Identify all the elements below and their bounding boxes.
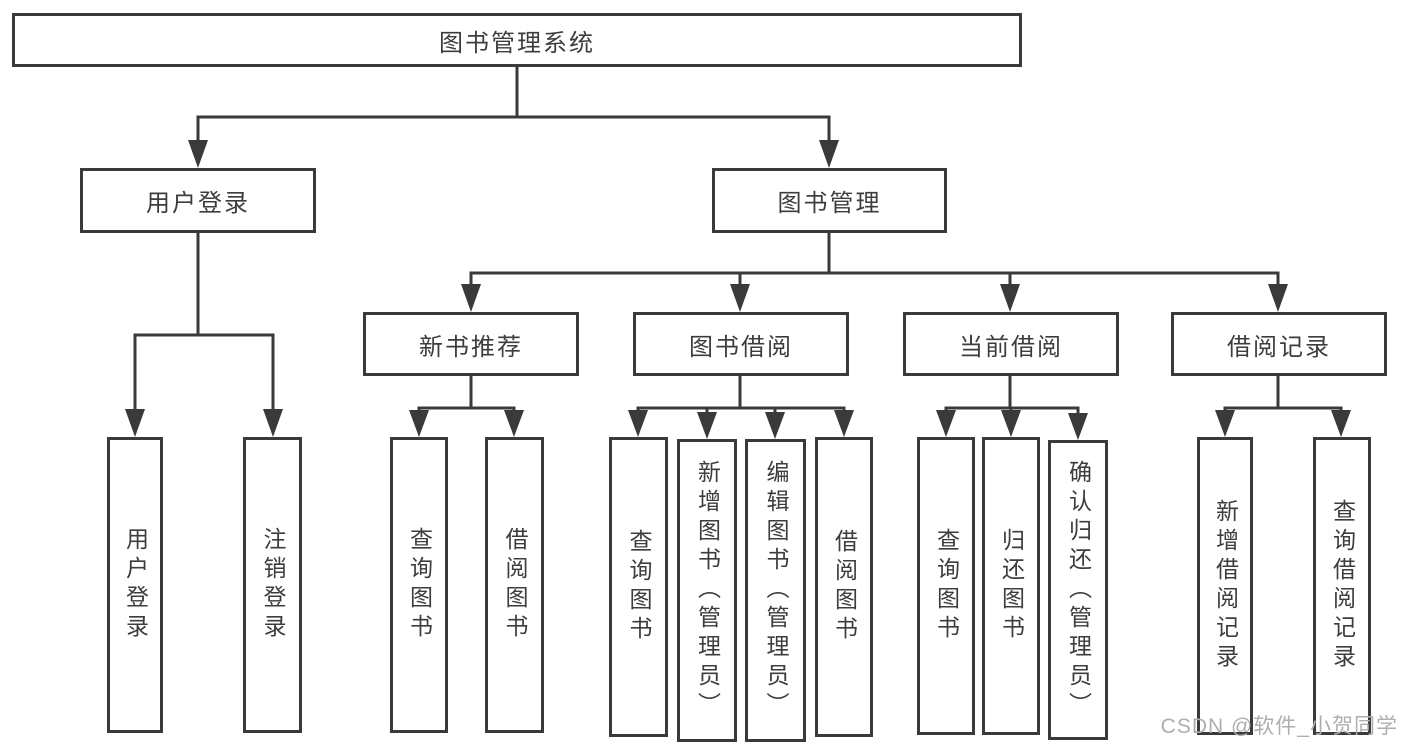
node-borrow-records: 借阅记录: [1171, 312, 1387, 376]
node-book-management: 图书管理: [712, 168, 947, 233]
leaf-query-books-current: 查询图书: [917, 437, 975, 735]
leaf-add-borrow-record: 新增借阅记录: [1197, 437, 1253, 735]
node-user-login: 用户登录: [80, 168, 316, 233]
leaf-add-book-admin: 新增图书（管理员）: [677, 439, 737, 742]
leaf-confirm-return-admin: 确认归还（管理员）: [1048, 440, 1108, 740]
node-current-borrow: 当前借阅: [903, 312, 1119, 376]
csdn-watermark: CSDN @软件_小贺同学: [1160, 715, 1398, 738]
leaf-borrow-books: 借阅图书: [815, 437, 873, 737]
leaf-logout: 注销登录: [243, 437, 302, 733]
leaf-query-books-recommend: 查询图书: [390, 437, 448, 733]
node-new-book-recommend: 新书推荐: [363, 312, 579, 376]
leaf-edit-book-admin: 编辑图书（管理员）: [745, 439, 806, 742]
node-book-borrow: 图书借阅: [633, 312, 849, 376]
leaf-borrow-books-recommend: 借阅图书: [485, 437, 544, 733]
leaf-user-login: 用户登录: [107, 437, 163, 733]
leaf-query-books-borrow: 查询图书: [609, 437, 668, 737]
leaf-query-borrow-record: 查询借阅记录: [1313, 437, 1371, 735]
node-library-system: 图书管理系统: [12, 13, 1022, 67]
leaf-return-book: 归还图书: [982, 437, 1040, 735]
